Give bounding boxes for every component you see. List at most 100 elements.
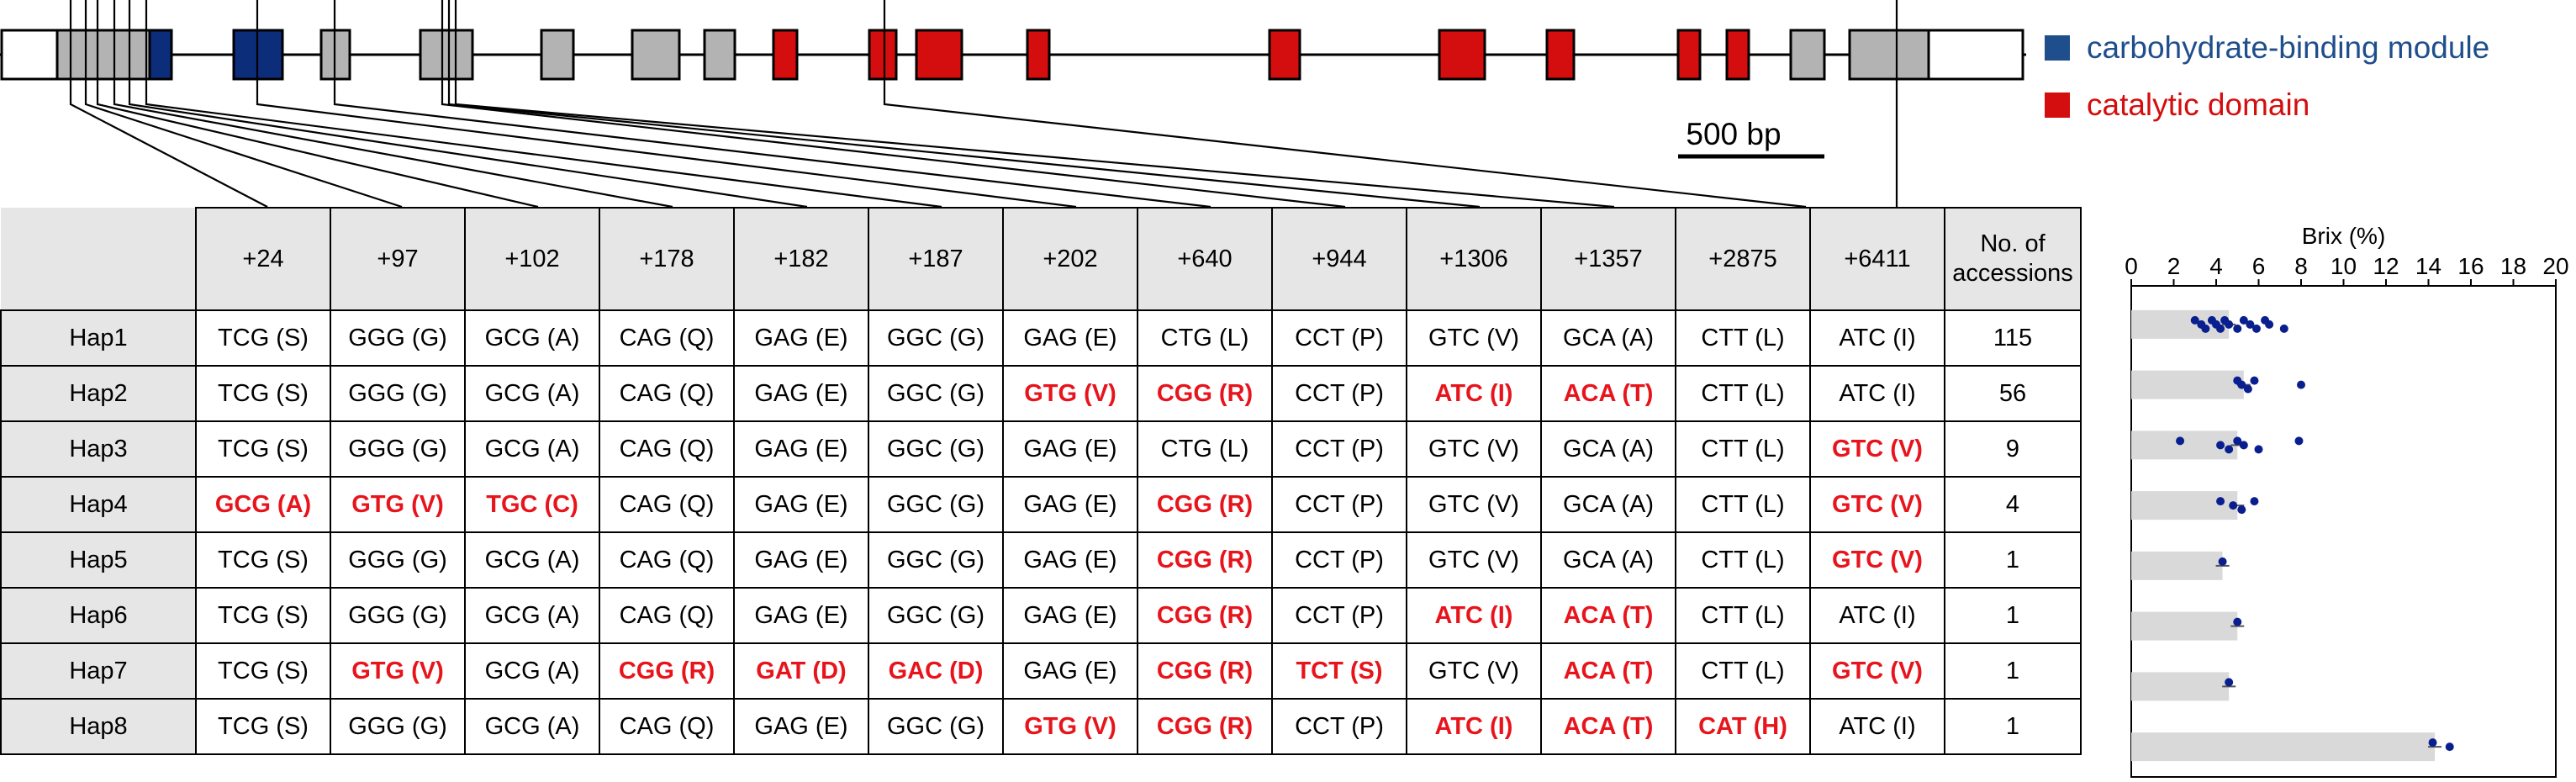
- codon-cell: CCT (P): [1271, 587, 1407, 644]
- codon-cell: GGG (G): [330, 531, 466, 589]
- codon-cell: GCG (A): [464, 531, 600, 589]
- brix-point: [2233, 436, 2242, 446]
- position-header: +202: [1002, 207, 1138, 311]
- codon-cell: CAG (Q): [599, 698, 735, 755]
- haplotype-label: Hap8: [0, 698, 197, 755]
- codon-cell: GAG (E): [733, 698, 869, 755]
- brix-point: [2250, 497, 2259, 506]
- codon-cell: ATC (I): [1809, 309, 1945, 367]
- codon-cell: TCG (S): [195, 420, 331, 478]
- position-header: +640: [1137, 207, 1273, 311]
- scale-bar-label: 500 bp: [1686, 117, 1781, 151]
- catalytic-exon-box: [772, 29, 799, 81]
- catalytic-exon-box: [1545, 29, 1576, 81]
- brix-point: [2237, 380, 2246, 389]
- haplotype-label: Hap7: [0, 642, 197, 700]
- brix-point: [2250, 376, 2259, 385]
- x-tick-label: 4: [2209, 253, 2223, 279]
- catalytic-exon-box: [1725, 29, 1750, 81]
- brix-point: [2237, 505, 2246, 515]
- variant-codon-cell: CGG (R): [1137, 531, 1273, 589]
- brix-bar: [2131, 611, 2238, 641]
- connector-line: [69, 0, 268, 208]
- codon-cell: GTC (V): [1406, 531, 1542, 589]
- variant-codon-cell: ATC (I): [1406, 365, 1542, 422]
- brix-point: [2225, 445, 2234, 454]
- x-tick-label: 0: [2125, 253, 2138, 279]
- codon-cell: CTT (L): [1675, 531, 1811, 589]
- codon-cell: CTT (L): [1675, 309, 1811, 367]
- variant-codon-cell: CGG (R): [599, 642, 735, 700]
- codon-cell: GAG (E): [1002, 420, 1138, 478]
- exon-box: [540, 29, 575, 81]
- position-header: +1306: [1406, 207, 1542, 311]
- codon-cell: TCG (S): [195, 642, 331, 700]
- variant-connector-lines: [69, 0, 1898, 209]
- variant-codon-cell: GTC (V): [1809, 642, 1945, 700]
- codon-cell: ATC (I): [1809, 365, 1945, 422]
- catalytic-exon-box: [1438, 29, 1486, 81]
- x-tick-label: 20: [2542, 253, 2568, 279]
- codon-cell: GGG (G): [330, 309, 466, 367]
- catalytic-exon-box: [1268, 29, 1301, 81]
- exon-box: [419, 29, 474, 81]
- accession-count: 4: [1944, 476, 2082, 533]
- variant-codon-cell: ACA (T): [1540, 587, 1676, 644]
- legend-swatch-cbm: [2045, 35, 2070, 61]
- brix-bar: [2131, 732, 2436, 762]
- position-header: +182: [733, 207, 869, 311]
- codon-cell: CAG (Q): [599, 531, 735, 589]
- brix-point: [2225, 320, 2234, 329]
- variant-codon-cell: GTG (V): [1002, 698, 1138, 755]
- brix-point: [2265, 320, 2274, 329]
- variant-codon-cell: GTG (V): [330, 476, 466, 533]
- legend-item-cbm: carbohydrate-binding module: [2045, 30, 2489, 66]
- codon-cell: TCG (S): [195, 365, 331, 422]
- codon-cell: GCA (A): [1540, 531, 1676, 589]
- haplotype-label: Hap6: [0, 587, 197, 644]
- codon-cell: CAG (Q): [599, 309, 735, 367]
- position-header: +187: [868, 207, 1004, 311]
- codon-cell: GGC (G): [868, 587, 1004, 644]
- variant-codon-cell: GAT (D): [733, 642, 869, 700]
- x-tick-label: 12: [2373, 253, 2399, 279]
- codon-cell: CTT (L): [1675, 587, 1811, 644]
- position-header: +1357: [1540, 207, 1676, 311]
- cbm-exon-box: [148, 29, 173, 81]
- position-header: +944: [1271, 207, 1407, 311]
- exon-box: [1848, 29, 1930, 81]
- brix-point: [2243, 384, 2252, 394]
- legend-label-catalytic: catalytic domain: [2087, 87, 2310, 122]
- codon-cell: GAG (E): [733, 587, 869, 644]
- connector-line: [128, 0, 808, 209]
- variant-codon-cell: CGG (R): [1137, 642, 1273, 700]
- legend-item-catalytic: catalytic domain: [2045, 87, 2309, 123]
- codon-cell: GAG (E): [733, 365, 869, 422]
- variant-codon-cell: ATC (I): [1406, 698, 1542, 755]
- brix-point: [2428, 738, 2437, 748]
- codon-cell: GGC (G): [868, 698, 1004, 755]
- connector-line: [113, 0, 673, 209]
- brix-bar: [2131, 672, 2230, 701]
- utr-5-box: [0, 29, 59, 81]
- codon-cell: CAG (Q): [599, 420, 735, 478]
- position-header: +178: [599, 207, 735, 311]
- accession-count: 1: [1944, 531, 2082, 589]
- utr-3-box: [1927, 29, 2024, 81]
- variant-codon-cell: GTG (V): [1002, 365, 1138, 422]
- table-header-row: +24+97+102+178+182+187+202+640+944+1306+…: [1, 207, 2082, 311]
- codon-cell: GTC (V): [1406, 309, 1542, 367]
- codon-cell: GCG (A): [464, 420, 600, 478]
- codon-cell: GGC (G): [868, 476, 1004, 533]
- accession-count: 9: [1944, 420, 2082, 478]
- codon-cell: GCG (A): [464, 642, 600, 700]
- connector-line: [145, 0, 942, 209]
- count-header: No. of accessions: [1944, 207, 2082, 311]
- catalytic-exon-box: [868, 29, 898, 81]
- codon-cell: CTT (L): [1675, 476, 1811, 533]
- connector-line: [447, 0, 1481, 209]
